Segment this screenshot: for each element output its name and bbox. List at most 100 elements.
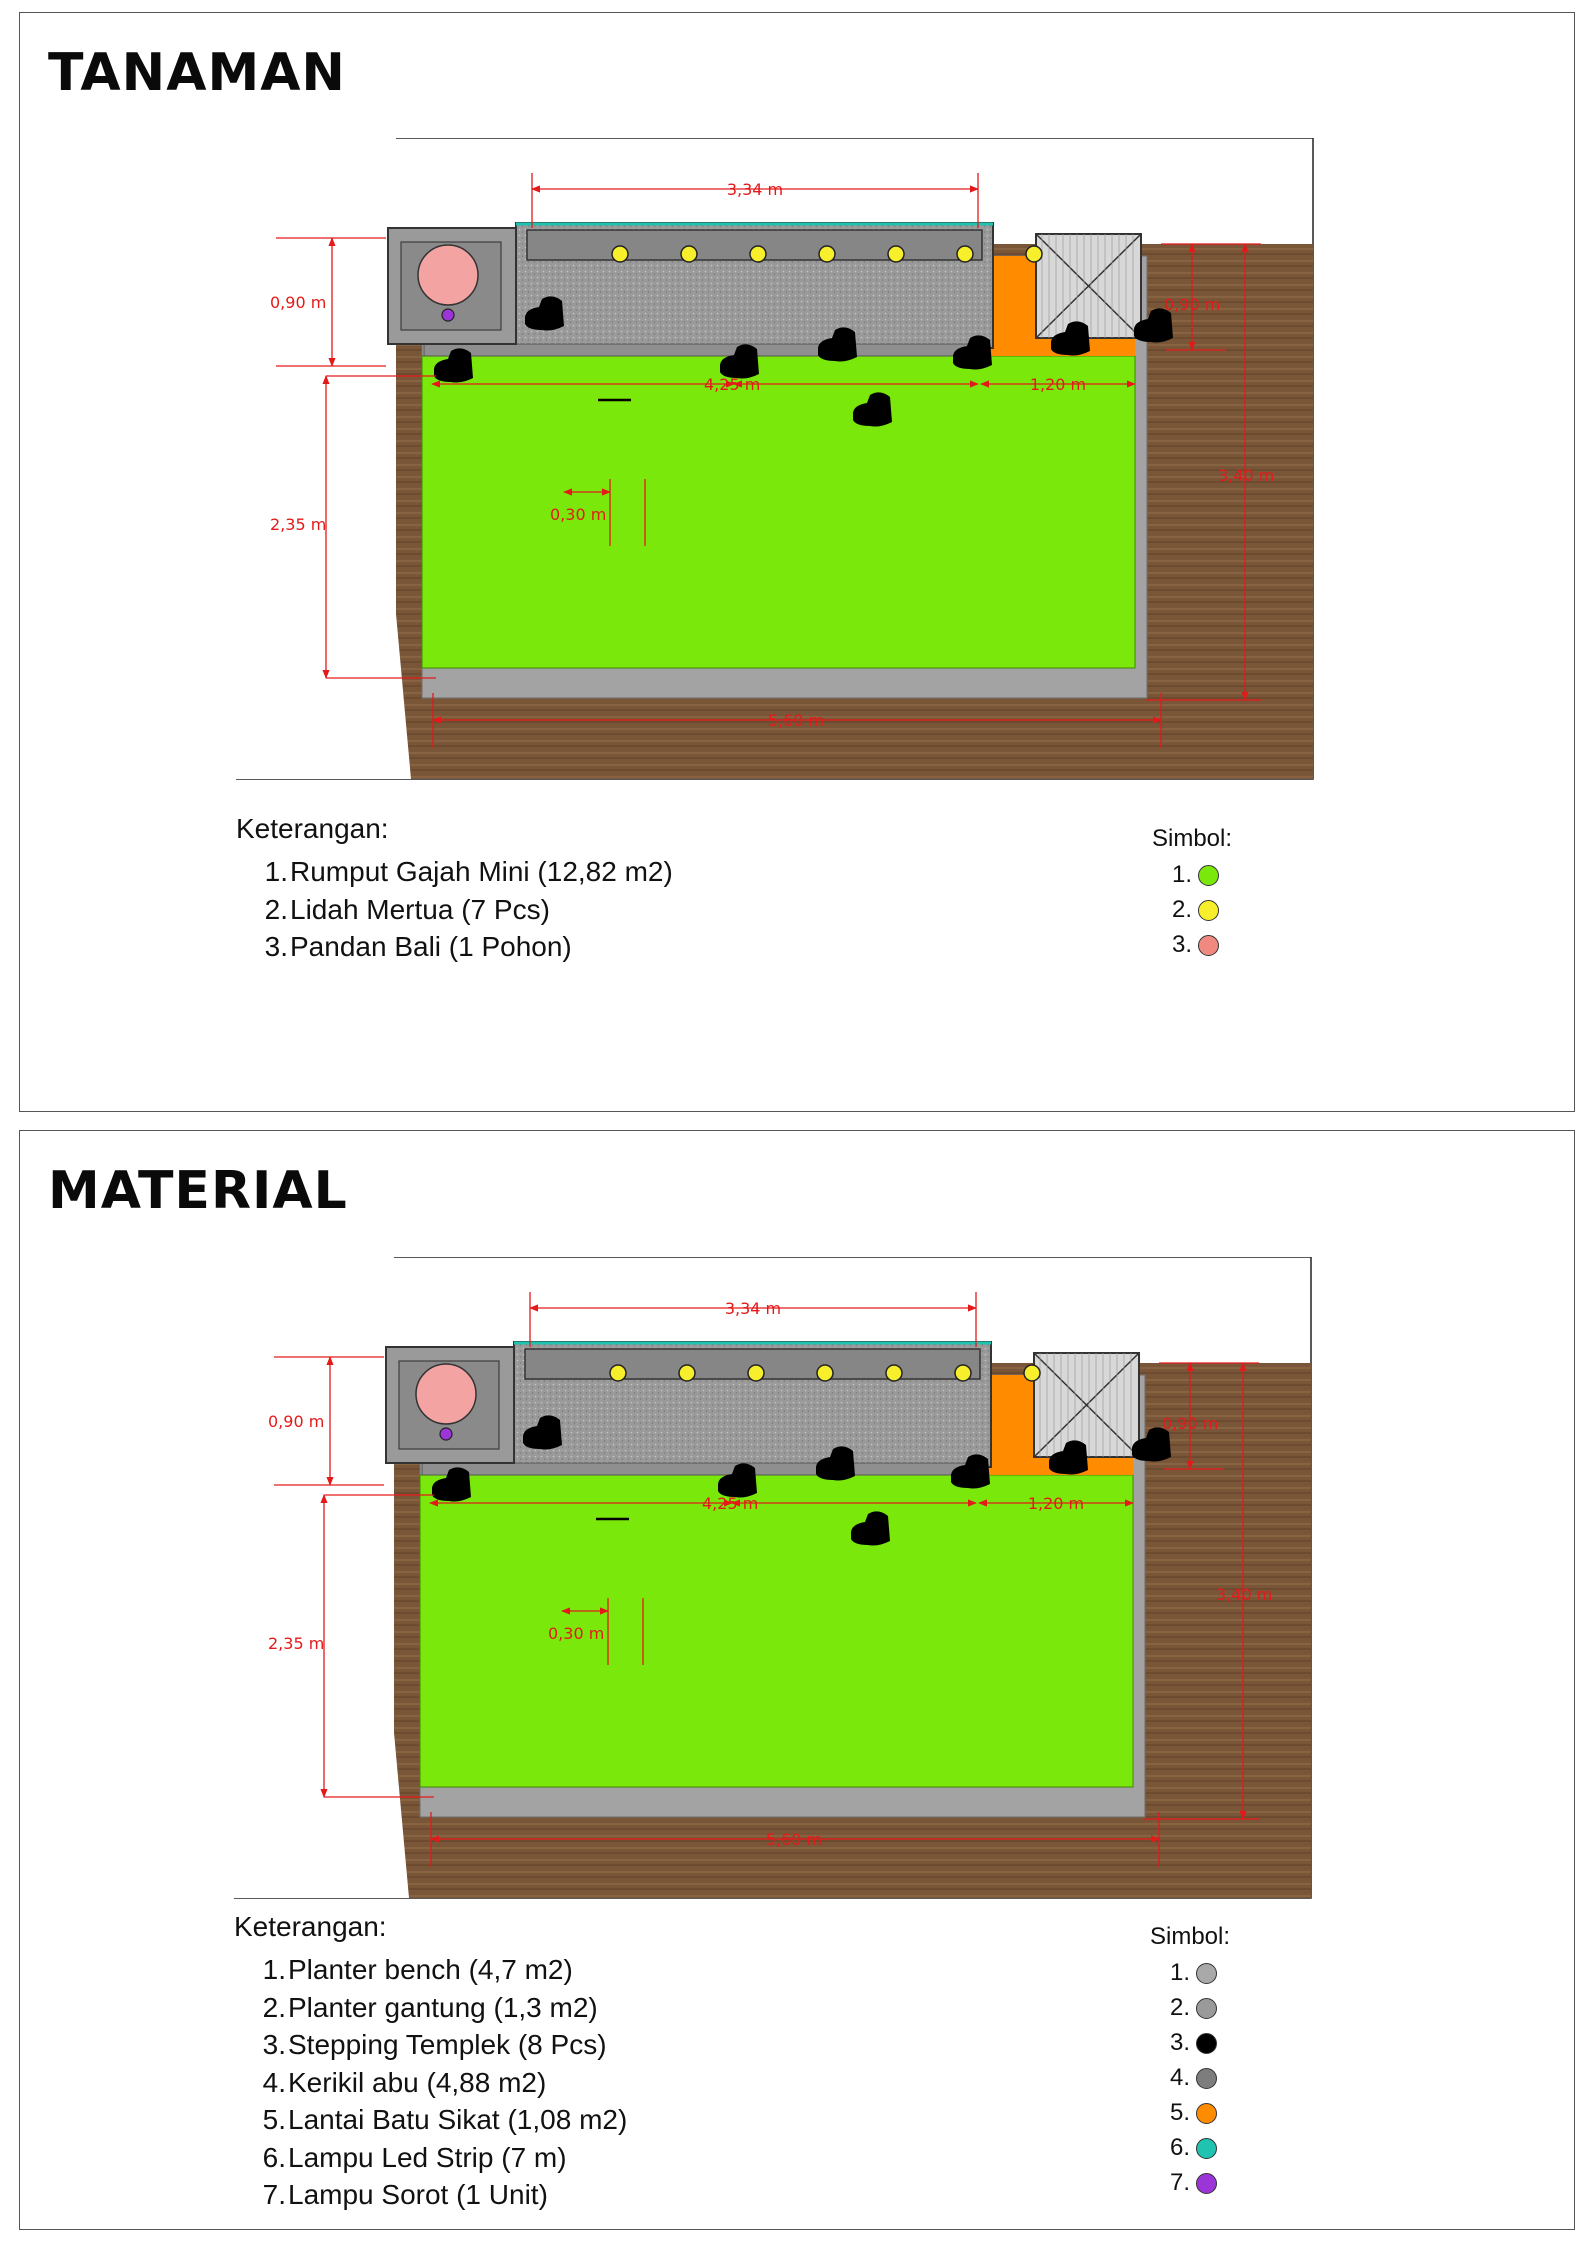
stepping-stone xyxy=(1132,1427,1171,1462)
pandan-bali xyxy=(415,1363,477,1425)
symbol-dot xyxy=(1198,935,1220,957)
symbol-row: 4. xyxy=(1150,2060,1230,2095)
legend-material: Keterangan: 1.Planter bench (4,7 m2) 2.P… xyxy=(234,1911,627,2214)
dim-left-top: 0,90 m xyxy=(268,1412,324,1431)
led-light xyxy=(1025,245,1043,263)
hanging-planter-lines xyxy=(1033,1352,1140,1458)
stepping-stone xyxy=(525,296,564,331)
panel-title: TANAMAN xyxy=(48,43,346,103)
dim-spacing: 0,30 m xyxy=(548,1624,604,1643)
stepping-stone xyxy=(953,335,992,370)
legend-item: 1.Planter bench (4,7 m2) xyxy=(262,1954,573,1985)
stepping-stone xyxy=(818,327,857,362)
dim-total-height: 3,40 m xyxy=(1218,466,1274,485)
dim-gravel-width: 1,20 m xyxy=(1028,1494,1084,1513)
led-light xyxy=(747,1364,765,1382)
panel-tanaman: TANAMAN xyxy=(19,12,1575,1112)
legend-item: 7.Lampu Sorot (1 Unit) xyxy=(262,2179,548,2210)
hanging-planter-lines xyxy=(1035,233,1142,339)
bench-base xyxy=(423,343,985,357)
dimension-labels: 3,34 m 0,90 m 4,25 m 1,20 m 0,90 m 3,40 … xyxy=(270,180,1274,730)
led-light xyxy=(609,1364,627,1382)
symbols-material: Simbol: 1. 2. 3. 4. 5. 6. 7. xyxy=(1150,1923,1230,2200)
legend-item: 1.Rumput Gajah Mini (12,82 m2) xyxy=(264,856,673,887)
stepping-stone xyxy=(720,344,759,379)
dimension-labels: 3,34 m 0,90 m 4,25 m 1,20 m 0,90 m 3,40 … xyxy=(268,1299,1272,1849)
symbol-row: 3. xyxy=(1152,927,1232,962)
led-lights xyxy=(609,1364,1041,1382)
dim-total-width: 5,60 m xyxy=(768,711,824,730)
led-light xyxy=(885,1364,903,1382)
symbols-tanaman: Simbol: 1. 2. 3. xyxy=(1152,825,1232,962)
grass-lawn xyxy=(419,1474,1134,1788)
led-light xyxy=(818,245,836,263)
symbol-row: 2. xyxy=(1150,1990,1230,2025)
symbol-dot xyxy=(1198,900,1220,922)
led-light xyxy=(680,245,698,263)
stepping-stone xyxy=(434,348,473,383)
legend-item: 3.Stepping Templek (8 Pcs) xyxy=(262,2029,607,2060)
legend-item: 5.Lantai Batu Sikat (1,08 m2) xyxy=(262,2104,628,2135)
symbol-row: 6. xyxy=(1150,2130,1230,2165)
dim-total-height: 3,40 m xyxy=(1216,1585,1272,1604)
stepping-stones xyxy=(434,296,1173,427)
symbol-row: 1. xyxy=(1150,1955,1230,1990)
stepping-stone xyxy=(523,1415,562,1450)
site-plan: 3,34 m 0,90 m 4,25 m 1,20 m 0,90 m 3,40 … xyxy=(236,138,1314,780)
symbol-row: 3. xyxy=(1150,2025,1230,2060)
stepping-stone xyxy=(951,1454,990,1489)
grass-lawn xyxy=(421,355,1136,669)
legend-item: 6.Lampu Led Strip (7 m) xyxy=(262,2141,567,2173)
led-light xyxy=(678,1364,696,1382)
legend-item: 2.Planter gantung (1,3 m2) xyxy=(262,1991,598,2023)
dim-total-width: 5,60 m xyxy=(766,1830,822,1849)
symbol-heading: Simbol: xyxy=(1150,1923,1231,1950)
stepping-stone xyxy=(718,1463,757,1498)
panel-title: MATERIAL xyxy=(48,1161,348,1221)
dim-top-width: 3,34 m xyxy=(725,1299,781,1318)
dim-lawn-width: 4,25 m xyxy=(702,1494,758,1513)
site-plan: 3,34 m 0,90 m 4,25 m 1,20 m 0,90 m 3,40 … xyxy=(234,1257,1312,1899)
symbol-dot xyxy=(1196,2138,1218,2160)
legend-item: 4.Kerikil abu (4,88 m2) xyxy=(262,2066,547,2098)
dim-lawn-width: 4,25 m xyxy=(704,375,760,394)
symbol-dot xyxy=(1196,1963,1218,1985)
stepping-stone xyxy=(816,1446,855,1481)
legend-heading: Keterangan: xyxy=(236,813,389,844)
legend-tanaman: Keterangan: 1.Rumput Gajah Mini (12,82 m… xyxy=(236,813,673,966)
led-light xyxy=(611,245,629,263)
symbol-dot xyxy=(1196,2173,1218,2195)
symbol-heading: Simbol: xyxy=(1152,825,1233,852)
stepping-stone xyxy=(1049,1440,1088,1475)
dim-left-top: 0,90 m xyxy=(270,293,326,312)
legend-heading: Keterangan: xyxy=(234,1911,387,1942)
led-light xyxy=(887,245,905,263)
symbol-dot xyxy=(1198,865,1220,887)
stepping-stones xyxy=(432,1415,1171,1546)
led-lights xyxy=(611,245,1043,263)
symbol-dot xyxy=(1196,2068,1218,2090)
symbol-row: 2. xyxy=(1152,892,1232,927)
dim-left-height: 2,35 m xyxy=(268,1634,324,1653)
dimension-lines xyxy=(276,173,1261,748)
dim-left-height: 2,35 m xyxy=(270,515,326,534)
led-light xyxy=(749,245,767,263)
dimension-lines xyxy=(274,1292,1259,1867)
led-light xyxy=(956,245,974,263)
stepping-stone xyxy=(1134,308,1173,343)
spot-light xyxy=(439,1427,453,1441)
symbol-row: 5. xyxy=(1150,2095,1230,2130)
legend-item: 2.Lidah Mertua (7 Pcs) xyxy=(264,893,550,925)
dim-top-width: 3,34 m xyxy=(727,180,783,199)
dim-gravel-width: 1,20 m xyxy=(1030,375,1086,394)
stepping-stone xyxy=(853,392,892,427)
symbol-row: 7. xyxy=(1150,2165,1230,2200)
dim-right-top: 0,90 m xyxy=(1164,295,1220,314)
stepping-stone xyxy=(1051,321,1090,356)
pandan-bali xyxy=(417,244,479,306)
led-light xyxy=(816,1364,834,1382)
symbol-dot xyxy=(1196,2033,1218,2055)
symbol-dot xyxy=(1196,2103,1218,2125)
led-light xyxy=(954,1364,972,1382)
stepping-stone xyxy=(432,1467,471,1502)
